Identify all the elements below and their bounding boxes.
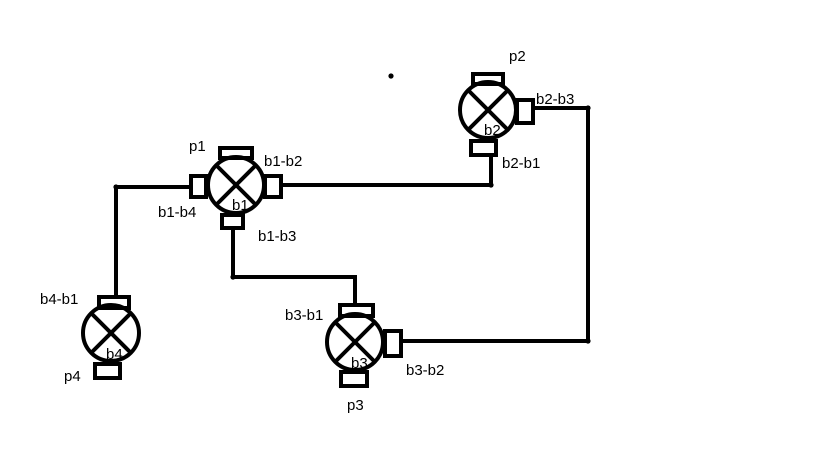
node-b1	[189, 146, 283, 230]
lamp-symbol	[81, 303, 141, 363]
stray-dot	[388, 73, 394, 79]
port-bottom	[469, 139, 498, 157]
port-bottom	[339, 370, 369, 388]
node-label-b4: b4	[106, 346, 123, 363]
node-label-b1: b1	[232, 197, 249, 214]
link-label-b3-b1: b3-b1	[285, 307, 323, 324]
port-left	[189, 174, 208, 199]
link-label-b1-b4: b1-b4	[158, 204, 196, 221]
cross-line	[214, 163, 258, 207]
cross-line	[89, 311, 133, 355]
port-label-p1: p1	[189, 138, 206, 155]
wire-joint	[230, 274, 236, 280]
wire-joint	[113, 184, 119, 190]
link-label-b3-b2: b3-b2	[406, 362, 444, 379]
node-b4	[81, 295, 141, 380]
wire-joint	[585, 105, 591, 111]
link-label-b1-b2: b1-b2	[264, 153, 302, 170]
wire-joint	[585, 338, 591, 344]
wire-b1-b3	[231, 227, 357, 306]
wire-joint	[488, 182, 494, 188]
wire-b2-b3	[399, 106, 590, 343]
port-top	[471, 72, 505, 86]
port-top	[338, 303, 375, 318]
port-right	[383, 329, 403, 358]
wire-b1-b2	[281, 155, 493, 187]
port-top	[218, 146, 254, 160]
cross-line	[466, 88, 510, 132]
link-label-b2-b3: b2-b3	[536, 91, 574, 108]
port-label-p2: p2	[509, 48, 526, 65]
node-label-b3: b3	[351, 355, 368, 372]
port-bottom	[93, 362, 122, 380]
port-top	[97, 295, 131, 310]
link-label-b4-b1: b4-b1	[40, 291, 78, 308]
link-label-b2-b1: b2-b1	[502, 155, 540, 172]
cross-line	[333, 320, 377, 364]
link-label-b1-b3: b1-b3	[258, 228, 296, 245]
port-right	[515, 98, 535, 125]
port-bottom	[220, 213, 245, 230]
node-b2	[458, 72, 535, 157]
node-b3	[325, 303, 403, 388]
port-label-p4: p4	[64, 368, 81, 385]
port-right	[263, 174, 283, 199]
node-label-b2: b2	[484, 122, 501, 139]
port-label-p3: p3	[347, 397, 364, 414]
